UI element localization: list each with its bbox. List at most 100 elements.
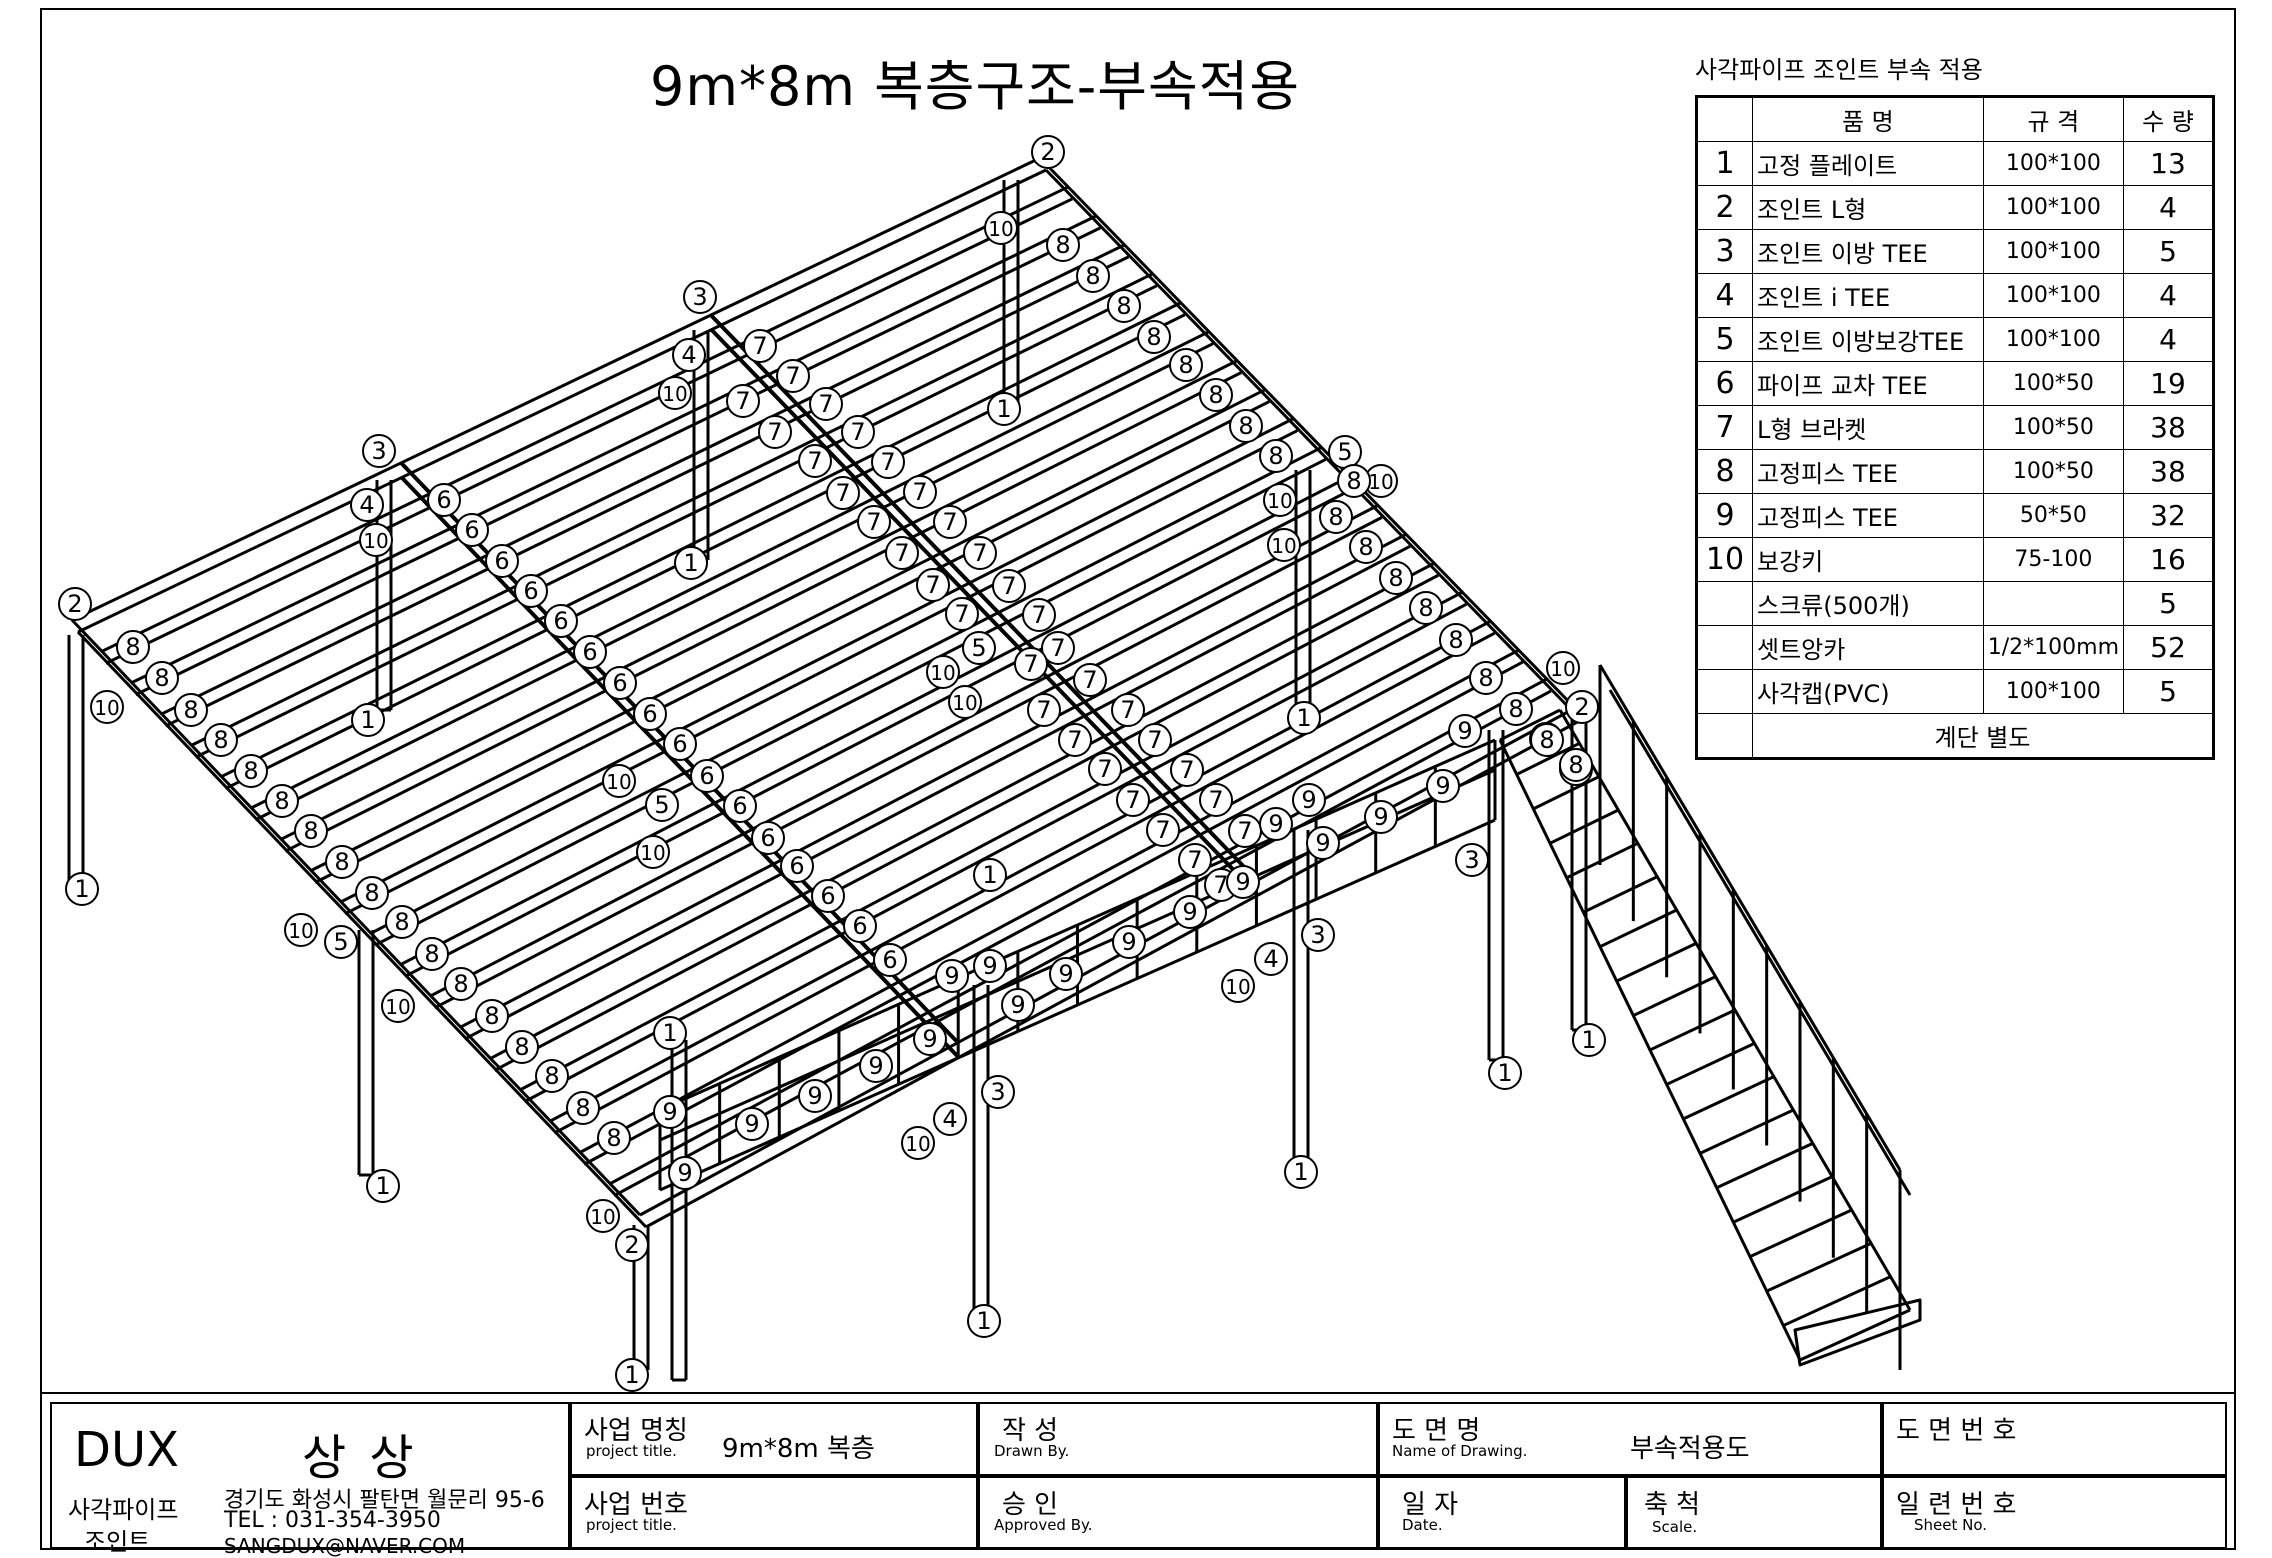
callout-number: 8 <box>1478 664 1493 692</box>
callout-number: 9 <box>677 1159 692 1187</box>
part-name: 파이프 교차 TEE <box>1752 361 1984 406</box>
callout-number: 7 <box>1036 696 1051 724</box>
callout-number: 8 <box>1448 626 1463 654</box>
callout-circle <box>948 685 982 719</box>
callout-circle <box>1284 1155 1318 1189</box>
callout-circle <box>586 1199 620 1233</box>
callout-number: 2 <box>1574 693 1589 721</box>
callout-marker: 6 <box>663 727 697 761</box>
floor-joist <box>400 475 1351 966</box>
callout-circle <box>1287 701 1321 735</box>
callout-marker: 8 <box>1259 439 1293 473</box>
part-number: 2 <box>1696 185 1753 230</box>
callout-number: 3 <box>371 437 386 465</box>
part-number: 7 <box>1696 405 1753 450</box>
callout-circle <box>1027 693 1061 727</box>
stair-tread <box>1732 1175 1833 1224</box>
callout-number: 6 <box>882 946 897 974</box>
callout-number: 8 <box>303 817 318 845</box>
callout-marker: 3 <box>683 280 717 314</box>
callout-circle <box>945 597 979 631</box>
callout-marker: 8 <box>1559 748 1593 782</box>
callout-marker: 9 <box>668 1156 702 1190</box>
stair-tread <box>1799 1308 1911 1362</box>
callout-number: 10 <box>640 841 665 865</box>
callout-marker: 3 <box>1455 843 1489 877</box>
scale-label-en: Scale. <box>1652 1518 1698 1536</box>
callout-circle <box>857 505 891 539</box>
callout-circle <box>987 392 1021 426</box>
callout-marker: 8 <box>1137 320 1171 354</box>
callout-number: 8 <box>453 970 468 998</box>
callout-marker: 1 <box>973 858 1007 892</box>
callout-marker: 7 <box>1041 631 1075 665</box>
sheet-number-cell: 일 련 번 호 Sheet No. <box>1882 1476 2227 1549</box>
callout-marker: 6 <box>873 943 907 977</box>
callout-marker: 8 <box>1319 500 1353 534</box>
part-spec: 75-100 <box>1982 537 2125 582</box>
callout-number: 8 <box>1146 323 1161 351</box>
callout-marker: 2 <box>58 587 92 621</box>
callout-marker: 1 <box>967 1304 1001 1338</box>
part-number: 10 <box>1696 537 1753 582</box>
callout-marker: 6 <box>843 909 877 943</box>
callout-marker: 9 <box>1001 988 1035 1022</box>
callout-number: 6 <box>760 824 775 852</box>
callout-circle <box>1107 289 1141 323</box>
callout-marker: 8 <box>204 723 238 757</box>
callout-circle <box>1138 723 1172 757</box>
callout-number: 7 <box>1125 786 1140 814</box>
callout-circle <box>780 849 814 883</box>
callout-marker: 8 <box>1169 348 1203 382</box>
callout-marker: 6 <box>603 666 637 700</box>
callout-marker: 10 <box>984 211 1018 245</box>
callout-marker: 8 <box>1530 723 1564 757</box>
callout-number: 9 <box>982 952 997 980</box>
callout-marker: 4 <box>672 338 706 372</box>
callout-circle <box>324 925 358 959</box>
callout-number: 10 <box>606 770 631 794</box>
callout-number: 10 <box>1368 470 1393 494</box>
callout-marker: 8 <box>505 1030 539 1064</box>
floor-joist <box>131 214 1097 684</box>
project-name-label: 사업 명칭 <box>584 1416 688 1446</box>
callout-marker: 8 <box>1439 623 1473 657</box>
callout-circle <box>913 1022 947 1056</box>
callout-number: 1 <box>1293 1158 1308 1186</box>
callout-circle <box>427 483 461 517</box>
callout-marker: 7 <box>1014 647 1048 681</box>
date-label: 일 자 <box>1402 1490 1459 1520</box>
callout-number: 10 <box>1267 489 1292 513</box>
callout-number: 7 <box>752 332 767 360</box>
parts-table-footer-row: 계단 별도 <box>1696 713 2214 759</box>
floor-joist <box>161 243 1126 716</box>
callout-number: 4 <box>1263 945 1278 973</box>
callout-number: 10 <box>952 691 977 715</box>
callout-circle <box>1455 843 1489 877</box>
callout-marker: 8 <box>355 876 389 910</box>
callout-circle <box>1199 783 1233 817</box>
callout-number: 9 <box>944 962 959 990</box>
callout-marker: 7 <box>809 387 843 421</box>
part-number: 4 <box>1696 273 1753 318</box>
project-number-label-en: project title. <box>586 1516 677 1534</box>
callout-circle <box>615 1358 649 1392</box>
callout-number: 6 <box>612 669 627 697</box>
callout-circle <box>1254 942 1288 976</box>
callout-number: 8 <box>1116 292 1131 320</box>
callout-circle <box>355 876 389 910</box>
part-number <box>1696 669 1753 714</box>
callout-number: 8 <box>1055 231 1070 259</box>
callout-number: 7 <box>894 539 909 567</box>
callout-marker: 10 <box>284 913 318 947</box>
callout-number: 7 <box>1023 650 1038 678</box>
callout-number: 7 <box>1050 634 1065 662</box>
callout-number: 9 <box>744 1110 759 1138</box>
callout-number: 1 <box>1296 704 1311 732</box>
callout-marker: 7 <box>963 536 997 570</box>
floor-joist <box>579 648 1520 1154</box>
callout-number: 10 <box>1225 975 1250 999</box>
callout-number: 8 <box>1539 726 1554 754</box>
